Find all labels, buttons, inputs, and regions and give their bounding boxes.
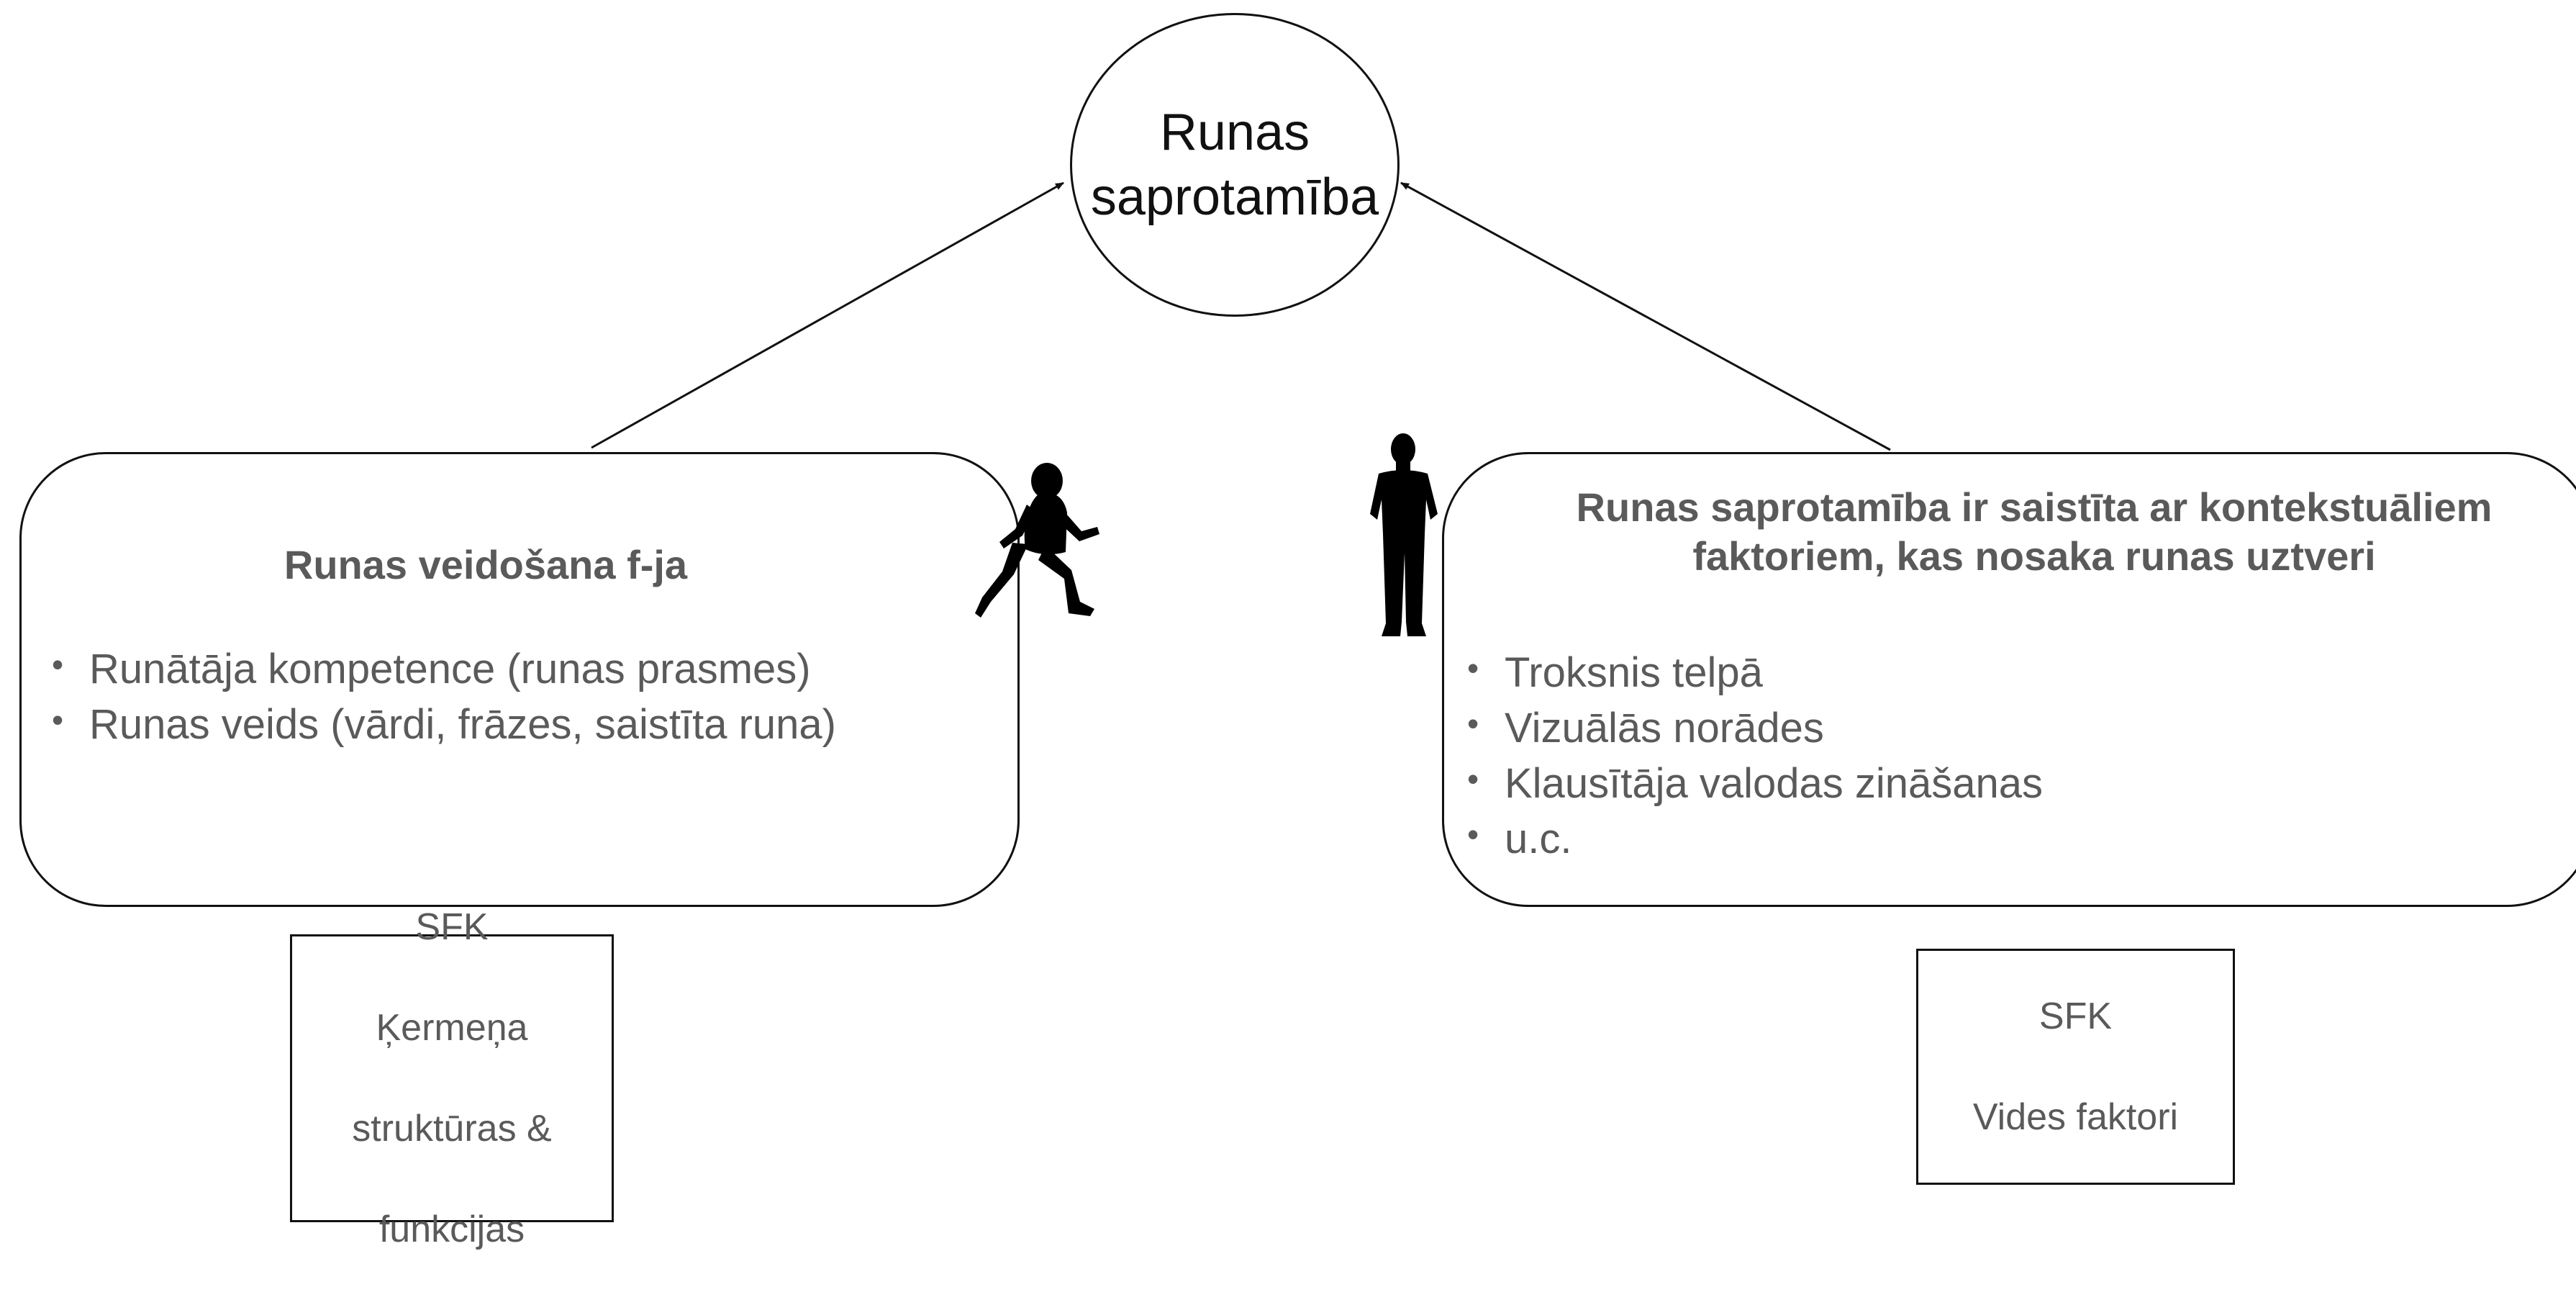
bullet-icon: • [1467,649,1479,687]
standing-man-icon [1370,433,1438,636]
left-panel-title: Runas veidošana f-ja [284,542,688,587]
list-item: •Troksnis telpā [1464,645,2043,700]
bullet-icon: • [1467,705,1479,742]
list-item: •Runātāja kompetence (runas prasmes) [49,641,836,697]
list-item: •Runas veids (vārdi, frāzes, saistīta ru… [49,697,836,752]
left-sfk-box: SFK Ķermeņa struktūras & funkcijas [290,906,614,1250]
right-sfk-box: SFK Vides faktori [1916,949,2235,1185]
list-item: •u.c. [1464,811,2043,867]
bullet-icon: • [1467,760,1479,798]
center-node-line2: saprotamība [1090,168,1379,226]
arrow-right-to-center [1400,181,1891,451]
right-panel-bullets: •Troksnis telpā •Vizuālās norādes •Klaus… [1464,645,2043,867]
bullet-icon: • [52,701,64,739]
right-panel-title: Runas saprotamība ir saistīta ar konteks… [1576,484,2493,579]
arrow-left-to-center [591,181,1064,449]
running-child-icon [975,463,1099,618]
left-panel-bullets: •Runātāja kompetence (runas prasmes) •Ru… [49,641,836,752]
center-node: Runas saprotamība [1070,13,1400,317]
list-item: •Vizuālās norādes [1464,700,2043,756]
left-panel: Runas veidošana f-ja •Runātāja kompetenc… [19,452,1020,907]
right-panel: Runas saprotamība ir saistīta ar konteks… [1442,452,2576,907]
center-node-line1: Runas [1159,104,1310,161]
list-item: •Klausītāja valodas zināšanas [1464,756,2043,811]
bullet-icon: • [52,646,64,683]
connector-layer [591,181,1891,451]
bullet-icon: • [1467,816,1479,853]
diagram-canvas: Runas saprotamība Runas veidošana f-ja •… [19,13,2576,1250]
